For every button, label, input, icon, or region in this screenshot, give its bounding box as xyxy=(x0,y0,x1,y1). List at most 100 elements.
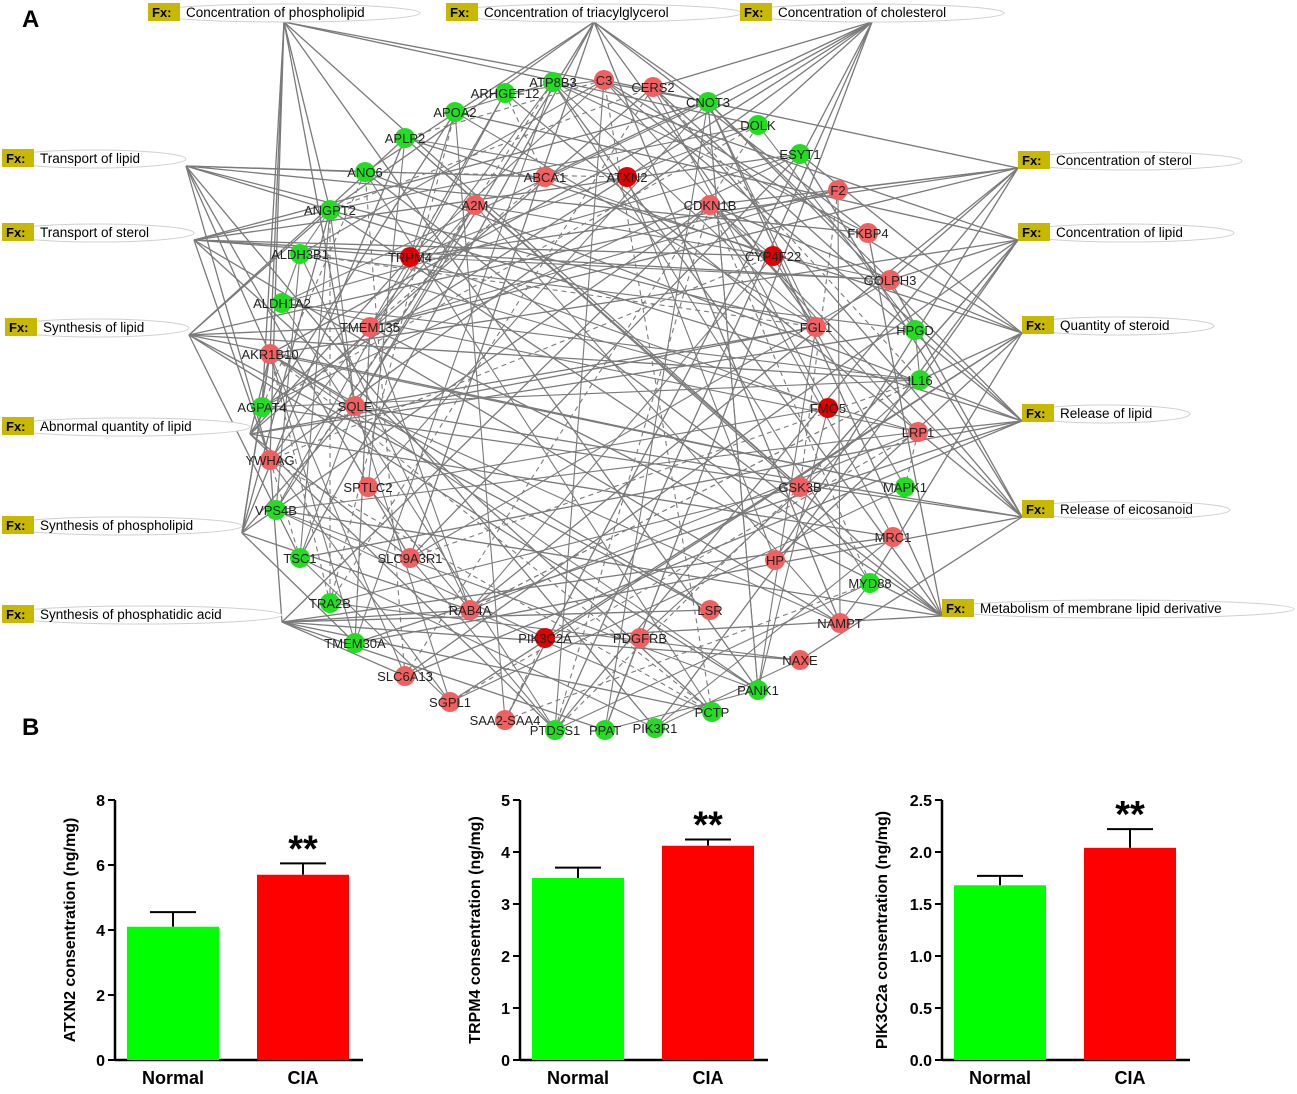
gene-node-shape xyxy=(880,270,900,290)
network-edge xyxy=(329,86,654,604)
network-edge xyxy=(504,582,871,721)
gene-node-shape xyxy=(645,718,665,738)
fx-tag-label: Fx: xyxy=(1026,318,1046,333)
fx-tag-label: Fx: xyxy=(946,601,966,616)
gene-node-shape xyxy=(360,317,380,337)
network-edge xyxy=(552,81,871,584)
network-edge xyxy=(919,239,1019,381)
network-edge xyxy=(544,176,774,257)
network-edge xyxy=(299,253,471,611)
gene-node-shape xyxy=(765,550,785,570)
gene-node-shape xyxy=(252,397,272,417)
network-edge xyxy=(604,689,759,731)
gene-node: SQLE xyxy=(338,396,373,416)
network-edge xyxy=(299,405,356,559)
gene-label: CNOT3 xyxy=(686,95,730,110)
gene-label: C3 xyxy=(596,73,613,88)
gene-node-shape xyxy=(260,450,280,470)
function-label: Release of lipid xyxy=(1060,406,1152,421)
gene-node-shape xyxy=(320,593,340,613)
gene-label: NAXE xyxy=(782,653,818,668)
network-edge xyxy=(772,255,891,281)
network-edge xyxy=(504,92,1023,518)
gene-label: PPAT xyxy=(589,723,621,738)
gene-label: ANO6 xyxy=(347,165,382,180)
fx-tag xyxy=(1018,223,1050,241)
network-edge xyxy=(409,79,605,258)
y-axis-label: ATXN2 consentration (ng/mg) xyxy=(62,818,79,1043)
significance-marker: ** xyxy=(288,828,318,870)
gene-node-shape xyxy=(345,633,365,653)
network-edge xyxy=(275,253,301,511)
network-edge xyxy=(269,21,873,355)
gene-label: RAB4A xyxy=(449,603,492,618)
network-edge xyxy=(469,167,1019,611)
gene-node: YWHAG xyxy=(245,450,295,470)
gene-label: NAMPT xyxy=(817,616,863,631)
network-edge xyxy=(709,204,1023,334)
network-edge xyxy=(185,165,366,173)
network-edge xyxy=(275,509,943,617)
gene-node-shape xyxy=(790,477,810,497)
network-edge xyxy=(241,353,271,534)
function-node: Fx:Concentration of triacylglycerol xyxy=(445,3,743,23)
network-edge xyxy=(593,21,869,234)
x-tick-label: CIA xyxy=(693,1068,724,1088)
network-edge xyxy=(269,459,301,559)
gene-label: PIK3C2A xyxy=(518,631,572,646)
gene-node-shape xyxy=(790,650,810,670)
network-edge xyxy=(409,111,456,258)
network-edge xyxy=(709,204,894,538)
gene-node: F2 xyxy=(828,180,848,200)
gene-label: CERS2 xyxy=(631,80,674,95)
network-edge xyxy=(404,420,1023,677)
network-edge xyxy=(354,326,817,407)
x-tick-label: Normal xyxy=(969,1068,1031,1088)
y-tick-label: 5 xyxy=(501,793,510,810)
network-edge xyxy=(369,189,839,328)
gene-node: ATXN2 xyxy=(607,167,647,187)
network-edge xyxy=(329,602,801,661)
gene-node: VPS4B xyxy=(255,500,297,520)
gene-node-shape xyxy=(290,244,310,264)
gene-label: TRPM4 xyxy=(388,250,432,265)
gene-node-shape xyxy=(535,167,555,187)
fx-tag xyxy=(1022,500,1054,518)
network-edge xyxy=(299,557,656,729)
network-edge xyxy=(709,204,871,584)
function-node: Fx:Release of eicosanoid xyxy=(1021,500,1231,520)
gene-label: MRC1 xyxy=(875,530,912,545)
bar-normal xyxy=(532,878,624,1060)
network-edge xyxy=(409,124,759,258)
function-label: Concentration of lipid xyxy=(1056,225,1183,240)
y-tick-label: 1 xyxy=(501,1001,510,1018)
gene-label: ATP8B3 xyxy=(529,75,576,90)
network-edge xyxy=(364,171,628,178)
gene-node: CDKN1B xyxy=(684,195,736,215)
function-node: Fx:Concentration of sterol xyxy=(1017,151,1243,171)
network-edge xyxy=(369,92,506,328)
gene-node-shape xyxy=(290,548,310,568)
network-edge xyxy=(757,21,873,126)
gene-node: ARHGEF12 xyxy=(471,83,539,103)
fx-tag xyxy=(740,3,772,21)
function-node: Fx:Release of lipid xyxy=(1021,404,1191,424)
network-edge xyxy=(364,171,943,617)
network-edge xyxy=(652,21,873,88)
network-edge xyxy=(354,204,476,407)
fx-tag-label: Fx: xyxy=(6,151,26,166)
network-edge xyxy=(474,204,841,624)
function-node: Fx:Concentration of lipid xyxy=(1017,223,1235,243)
network-edge xyxy=(329,209,1023,422)
network-edge xyxy=(454,111,1019,241)
x-tick-label: CIA xyxy=(1115,1068,1146,1088)
gene-label: SAA2-SAA4 xyxy=(470,713,541,728)
network-edge xyxy=(469,379,921,611)
network-edge xyxy=(299,253,916,331)
network-edge xyxy=(261,21,873,408)
gene-node-shape xyxy=(828,180,848,200)
gene-label: YWHAG xyxy=(245,453,294,468)
network-edge xyxy=(249,326,817,435)
y-axis-label: TRPM4 consentration (ng/mg) xyxy=(467,816,484,1044)
